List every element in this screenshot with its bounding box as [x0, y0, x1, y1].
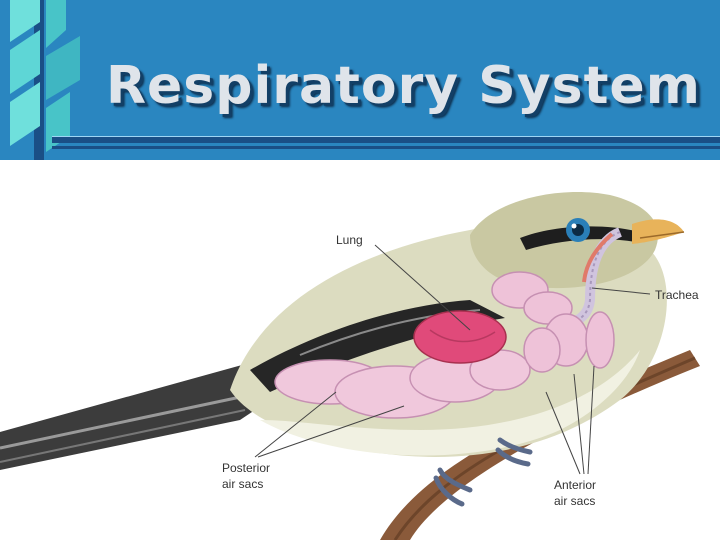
slide-title: Respiratory System	[106, 56, 701, 116]
lung-leader-line	[374, 244, 471, 331]
anterior-leader-line-1	[545, 391, 581, 475]
anterior-leader-line-3	[587, 365, 595, 475]
lung	[413, 310, 507, 364]
feet	[433, 437, 533, 507]
bird-respiratory-diagram: Lung Trachea Posterior air sacs Anterior…	[0, 191, 700, 540]
lung-label: Lung	[336, 233, 363, 247]
posterior-air-sacs	[274, 349, 531, 419]
trachea-leader-line	[591, 287, 651, 295]
header-rule	[52, 136, 720, 143]
trachea-label: Trachea	[655, 288, 699, 302]
anterior-air-sacs-label-line1: Anterior	[554, 478, 596, 492]
anterior-air-sacs-label-line2: air sacs	[554, 494, 595, 508]
posterior-leader-line-2	[257, 405, 405, 458]
header-rule-thin	[52, 146, 720, 149]
posterior-air-sacs-label-line2: air sacs	[222, 477, 263, 491]
slide-header: Respiratory System	[0, 0, 720, 160]
posterior-air-sacs-label-line1: Posterior	[222, 461, 270, 475]
beak	[632, 219, 684, 244]
decorative-ribbon-icon	[10, 0, 80, 160]
anterior-air-sacs	[491, 271, 615, 373]
anterior-leader-line-2	[573, 373, 585, 475]
posterior-leader-line-1	[254, 391, 337, 458]
